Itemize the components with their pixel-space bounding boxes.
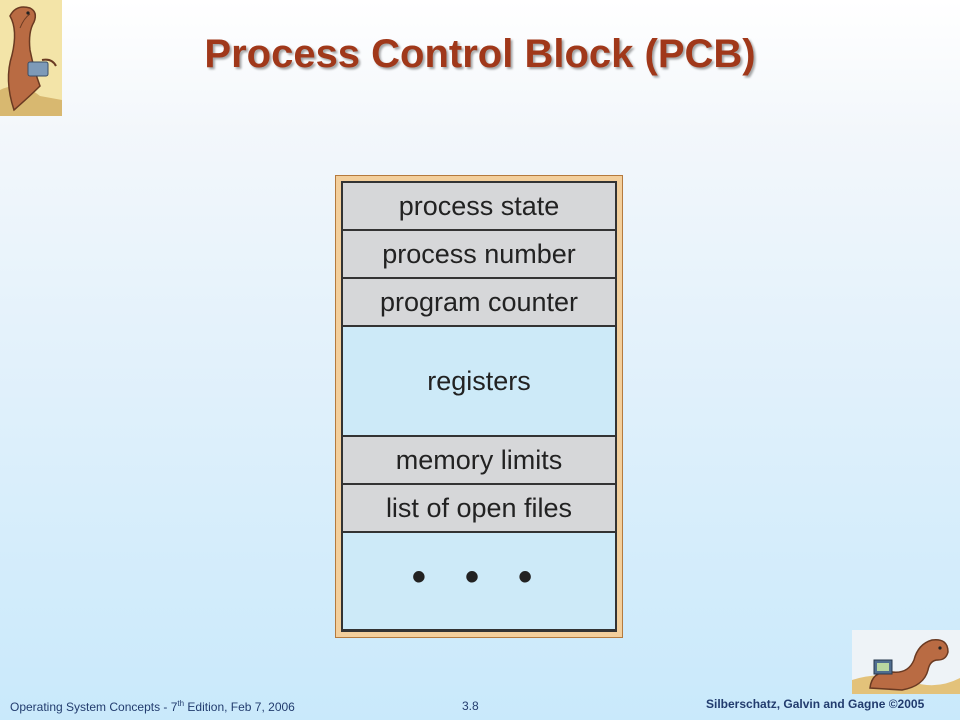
pcb-diagram: process state process number program cou… [335,175,623,638]
footer-course-prefix: Operating System Concepts - 7 [10,700,178,714]
pcb-field-ellipsis: • • • [343,533,615,629]
dinosaur-laptop-icon [852,630,960,694]
footer-course-superscript: th [177,699,185,708]
footer-page-number: 3.8 [462,699,479,713]
pcb-field-process-number: process number [343,231,615,279]
footer-course-info: Operating System Concepts - 7th Edition,… [10,699,295,714]
pcb-field-process-state: process state [343,183,615,231]
footer-authors: Silberschatz, Galvin and Gagne ©2005 [706,697,925,711]
page-title: Process Control Block (PCB) [204,32,756,76]
footer-course-suffix: Edition, Feb 7, 2006 [184,700,295,714]
pcb-field-registers: registers [343,327,615,437]
pcb-field-program-counter: program counter [343,279,615,327]
dinosaur-logo-icon [0,0,62,116]
pcb-table: process state process number program cou… [341,181,617,632]
pcb-field-memory-limits: memory limits [343,437,615,485]
pcb-field-open-files: list of open files [343,485,615,533]
